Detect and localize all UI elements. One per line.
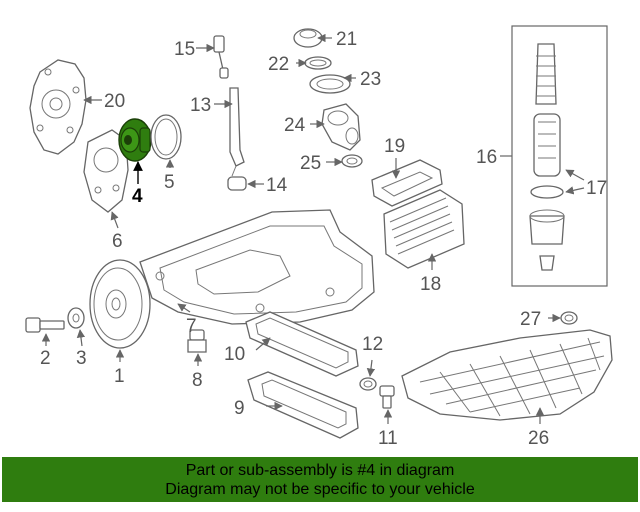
part-9-lower-pan (247, 371, 359, 439)
leader-lines (41, 33, 585, 424)
callout-25: 25 (300, 153, 321, 174)
callout-labels: 1 2 3 4 5 6 7 8 9 10 11 12 13 14 15 16 1… (40, 29, 607, 449)
part-15-sensor (213, 35, 229, 79)
part-2-bolt (25, 317, 65, 333)
part-6-cover-plate (83, 129, 129, 213)
callout-16: 16 (476, 147, 497, 168)
callout-26: 26 (528, 428, 549, 449)
part-25-washer (341, 154, 363, 168)
callout-9: 9 (234, 398, 245, 419)
callout-18: 18 (420, 274, 441, 295)
callout-17: 17 (586, 178, 607, 199)
parts-diagram: 1 2 3 4 5 6 7 8 9 10 11 12 13 14 15 16 1… (25, 25, 613, 449)
callout-24: 24 (284, 115, 306, 136)
part-8-plug (187, 329, 207, 353)
callout-4: 4 (132, 186, 143, 207)
part-19-gasket (371, 159, 443, 207)
callout-11: 11 (378, 428, 398, 449)
part-20-timing-cover (29, 59, 87, 155)
callout-5: 5 (164, 172, 175, 193)
part-23-filler-neck (309, 74, 351, 94)
callout-15: 15 (174, 39, 195, 60)
part-5-o-ring (150, 114, 182, 160)
part-4-highlighted (118, 118, 152, 162)
part-10-gasket (245, 311, 359, 377)
callout-1: 1 (114, 366, 125, 387)
part-22-seal (304, 56, 332, 70)
callout-21: 21 (336, 29, 357, 50)
callout-19: 19 (384, 136, 405, 157)
callout-2: 2 (40, 348, 51, 369)
part-12-seal (359, 377, 377, 391)
caption-line-1: Part or sub-assembly is #4 in diagram (185, 461, 455, 479)
part-21-cap (293, 28, 323, 48)
part-3-washer (67, 307, 85, 329)
callout-20: 20 (104, 91, 125, 112)
callout-23: 23 (360, 69, 381, 90)
callout-22: 22 (268, 54, 289, 75)
callout-27: 27 (520, 309, 541, 330)
callout-10: 10 (224, 344, 245, 365)
part-26-intake-manifold (401, 329, 613, 421)
part-16-filter-assembly (511, 25, 608, 287)
part-13-dipstick-tube (229, 87, 245, 177)
callout-13: 13 (190, 95, 211, 116)
callout-8: 8 (192, 370, 203, 391)
part-27-o-ring (560, 311, 578, 325)
callout-14: 14 (266, 175, 288, 196)
callout-7: 7 (186, 316, 197, 337)
caption-bar: Part or sub-assembly is #4 in diagram Di… (2, 457, 638, 502)
callout-12: 12 (362, 334, 383, 355)
caption-line-2: Diagram may not be specific to your vehi… (165, 480, 475, 498)
part-1-pulley (89, 259, 151, 349)
part-11-drain-plug (379, 385, 395, 409)
callout-6: 6 (112, 231, 123, 252)
part-24-housing (321, 103, 361, 151)
part-7-oil-pan (139, 209, 375, 325)
part-18-oil-cooler (383, 189, 465, 269)
callout-3: 3 (76, 348, 87, 369)
part-14-grommet (227, 176, 247, 191)
